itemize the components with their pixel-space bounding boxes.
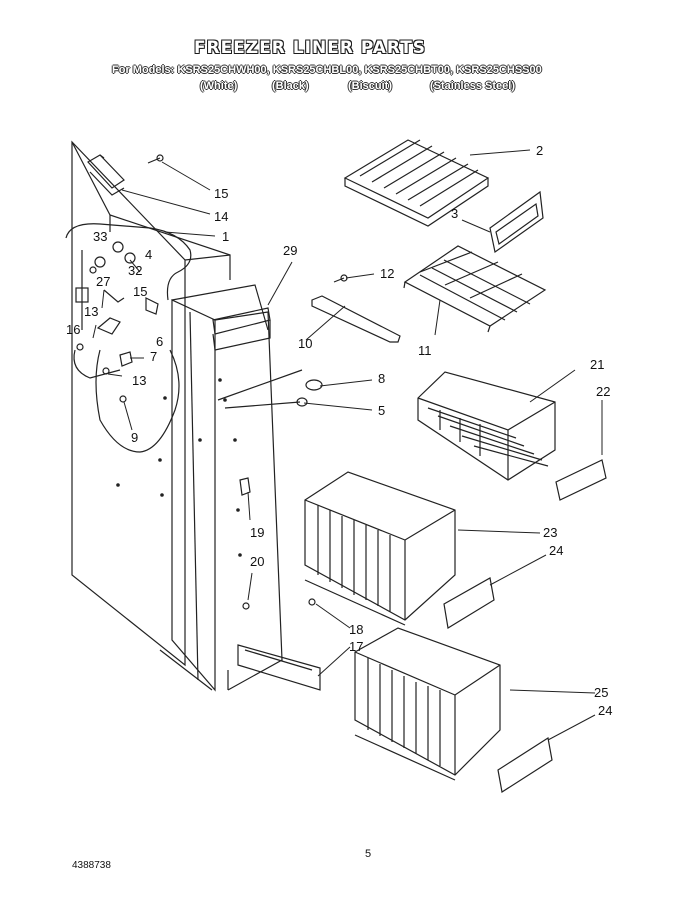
basket-upper (417, 371, 556, 481)
callout-21: 21 (590, 357, 605, 372)
screw (147, 154, 164, 164)
callout-4: 4 (145, 247, 153, 262)
callout-6: 6 (156, 334, 164, 349)
callout-9: 9 (131, 430, 139, 445)
freezer-liner (65, 140, 283, 692)
shelf-trim (489, 190, 544, 254)
callout-13-upper: 13 (84, 304, 99, 319)
page-number: 5 (365, 848, 372, 860)
callout-3: 3 (451, 206, 459, 221)
callout-23: 23 (543, 525, 558, 540)
callout-15-mid: 15 (133, 284, 148, 299)
leader-lines (92, 149, 603, 741)
finish-label-black: (Black) (272, 80, 309, 92)
callout-27: 27 (96, 274, 111, 289)
callout-25: 25 (594, 685, 609, 700)
hinge-bracket (87, 154, 125, 196)
liner-trim (212, 307, 271, 351)
basket-trim-lower (497, 737, 553, 793)
callout-5: 5 (378, 403, 386, 418)
basket-trim-upper (555, 459, 607, 501)
callout-10: 10 (298, 336, 313, 351)
callout-12: 12 (380, 266, 395, 281)
callout-19: 19 (250, 525, 265, 540)
basket-middle (304, 471, 456, 626)
wire-shelf-middle (403, 245, 547, 333)
control-components (75, 241, 251, 610)
callout-18: 18 (349, 622, 364, 637)
shelf-support (311, 274, 401, 343)
drain-parts (217, 369, 323, 409)
callout-7: 7 (150, 349, 158, 364)
callout-17: 17 (349, 639, 364, 654)
callout-32: 32 (128, 263, 143, 278)
callout-14: 14 (214, 209, 229, 224)
document-number: 4388738 (72, 860, 111, 871)
callout-15-top: 15 (214, 186, 229, 201)
callout-16: 16 (66, 322, 81, 337)
callout-29: 29 (283, 243, 298, 258)
callout-20: 20 (250, 554, 265, 569)
callout-22: 22 (596, 384, 611, 399)
callout-2: 2 (536, 143, 544, 158)
callout-33: 33 (93, 229, 108, 244)
model-list: For Models: KSRS25CHWH00, KSRS25CHBL00, … (112, 64, 542, 76)
finish-label-white: (White) (200, 80, 238, 92)
finish-label-biscuit: (Biscuit) (348, 80, 392, 92)
callout-1: 1 (222, 229, 230, 244)
callout-13-lower: 13 (132, 373, 147, 388)
basket-trim-middle (443, 577, 495, 629)
bottom-trim (237, 598, 321, 691)
basket-lower (354, 627, 501, 781)
callout-24-middle: 24 (549, 543, 564, 558)
finish-label-stainless: (Stainless Steel) (430, 80, 515, 92)
callout-24-lower: 24 (598, 703, 613, 718)
page-title: FREEZER LINER PARTS (193, 38, 427, 58)
wire-shelf-top (343, 139, 490, 227)
callout-8: 8 (378, 371, 386, 386)
callout-11: 11 (418, 343, 432, 358)
